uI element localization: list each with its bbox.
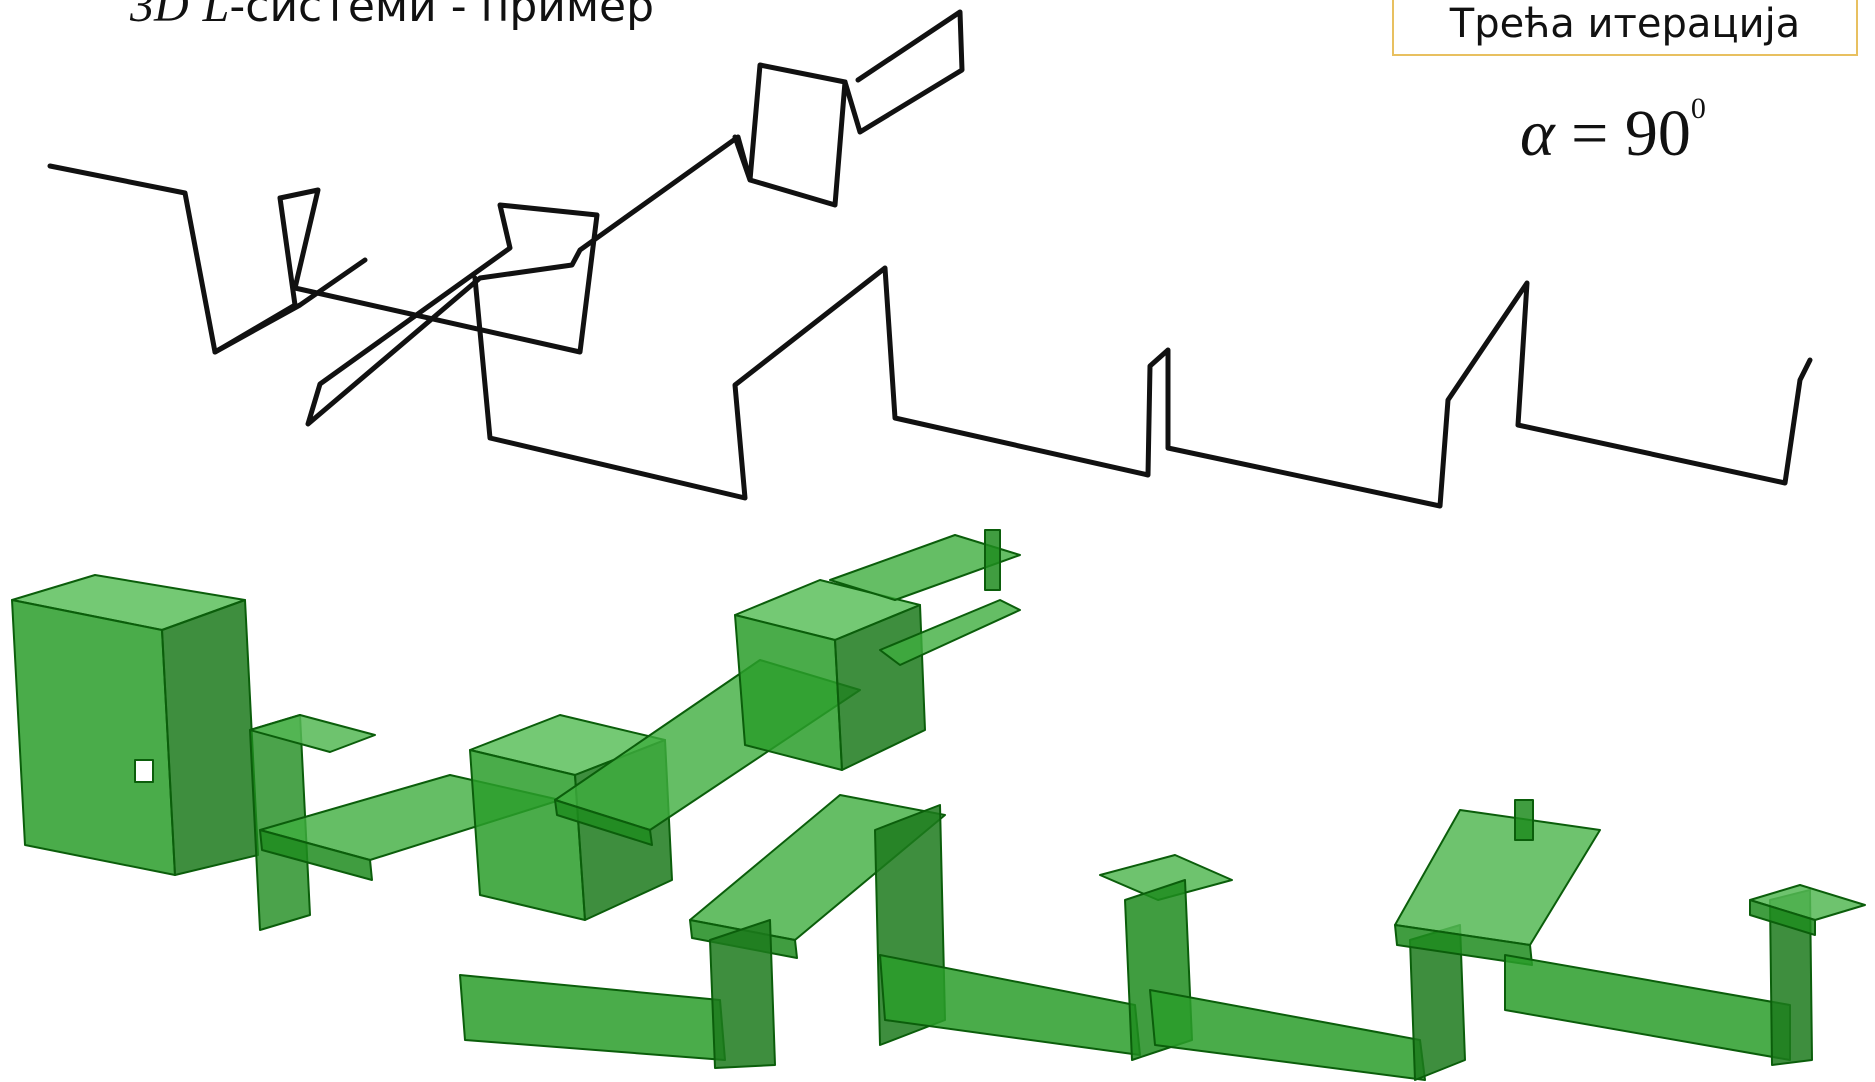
box-upper-cube-front [735, 615, 842, 770]
box-mid-cube-front [470, 750, 585, 920]
box-top-post [985, 530, 1000, 590]
box-left-window [135, 760, 153, 782]
box-right-slab [1395, 810, 1600, 945]
box-left-cube-side [162, 600, 258, 875]
box-midright-floor [1150, 990, 1425, 1080]
box-lower-floor-1 [460, 975, 725, 1060]
box-lower-wall-2 [710, 920, 775, 1068]
box-right-post [1515, 800, 1533, 840]
box-far-right-floor [1505, 955, 1790, 1060]
box-lower-floor-2 [880, 955, 1140, 1055]
box-left-cube-front [12, 600, 175, 875]
